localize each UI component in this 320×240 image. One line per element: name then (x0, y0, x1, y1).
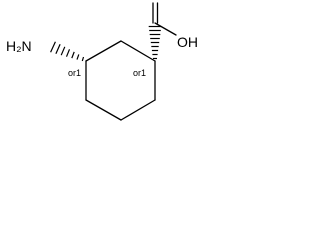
stereo-label-left: or1 (68, 68, 81, 78)
chemical-structure-diagram: OH H₂N or1 or1 (6, 2, 198, 121)
ring-bond-bottom-left (85, 99, 122, 121)
amine-label: H₂N (6, 38, 32, 54)
hashed-wedge-bond-right (148, 25, 162, 60)
ring-bond-top-right (120, 40, 156, 62)
cyclohexane-ring (85, 40, 156, 121)
hashed-wedge-bond-left (50, 41, 85, 62)
hydroxyl-label: OH (177, 34, 198, 50)
hydroxyl-bond (154, 22, 177, 36)
carboxyl-group: OH (148, 2, 198, 60)
stereo-label-right: or1 (133, 68, 146, 78)
amine-group: H₂N (6, 38, 85, 62)
ring-bond-top-left (85, 40, 122, 62)
ring-bond-bottom-right (120, 99, 156, 121)
